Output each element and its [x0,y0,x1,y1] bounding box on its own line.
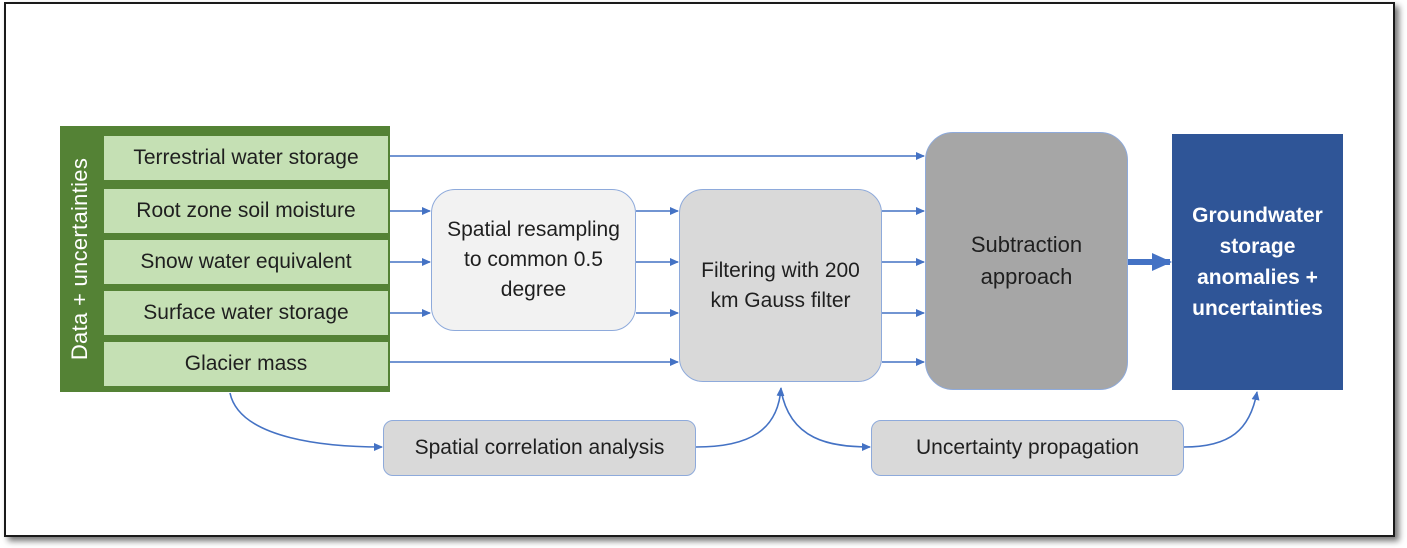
input-root-zone-soil-moisture: Root zone soil moisture [104,189,388,233]
input-surface-water-storage: Surface water storage [104,291,388,335]
arrow-propagation-to-output [1183,391,1260,448]
input-terrestrial-water-storage: Terrestrial water storage [104,136,388,180]
input-snow-water-equivalent: Snow water equivalent [104,240,388,284]
correlation-step: Spatial correlation analysis [383,420,696,476]
arrow-correlation-to-filtering [695,387,785,448]
inputs-group-label: Data + uncertainties [67,157,92,361]
resampling-step: Spatial resampling to common 0.5 degree [431,189,636,331]
arrow-inputs-to-correlation [229,392,383,451]
output-box: Groundwater storage anomalies + uncertai… [1172,134,1343,390]
input-glacier-mass: Glacier mass [104,342,388,386]
arrow-filtering-to-propagation [780,389,871,451]
propagation-step: Uncertainty propagation [871,420,1184,476]
filtering-step: Filtering with 200 km Gauss filter [679,189,882,382]
subtraction-step: Subtraction approach [925,132,1128,390]
